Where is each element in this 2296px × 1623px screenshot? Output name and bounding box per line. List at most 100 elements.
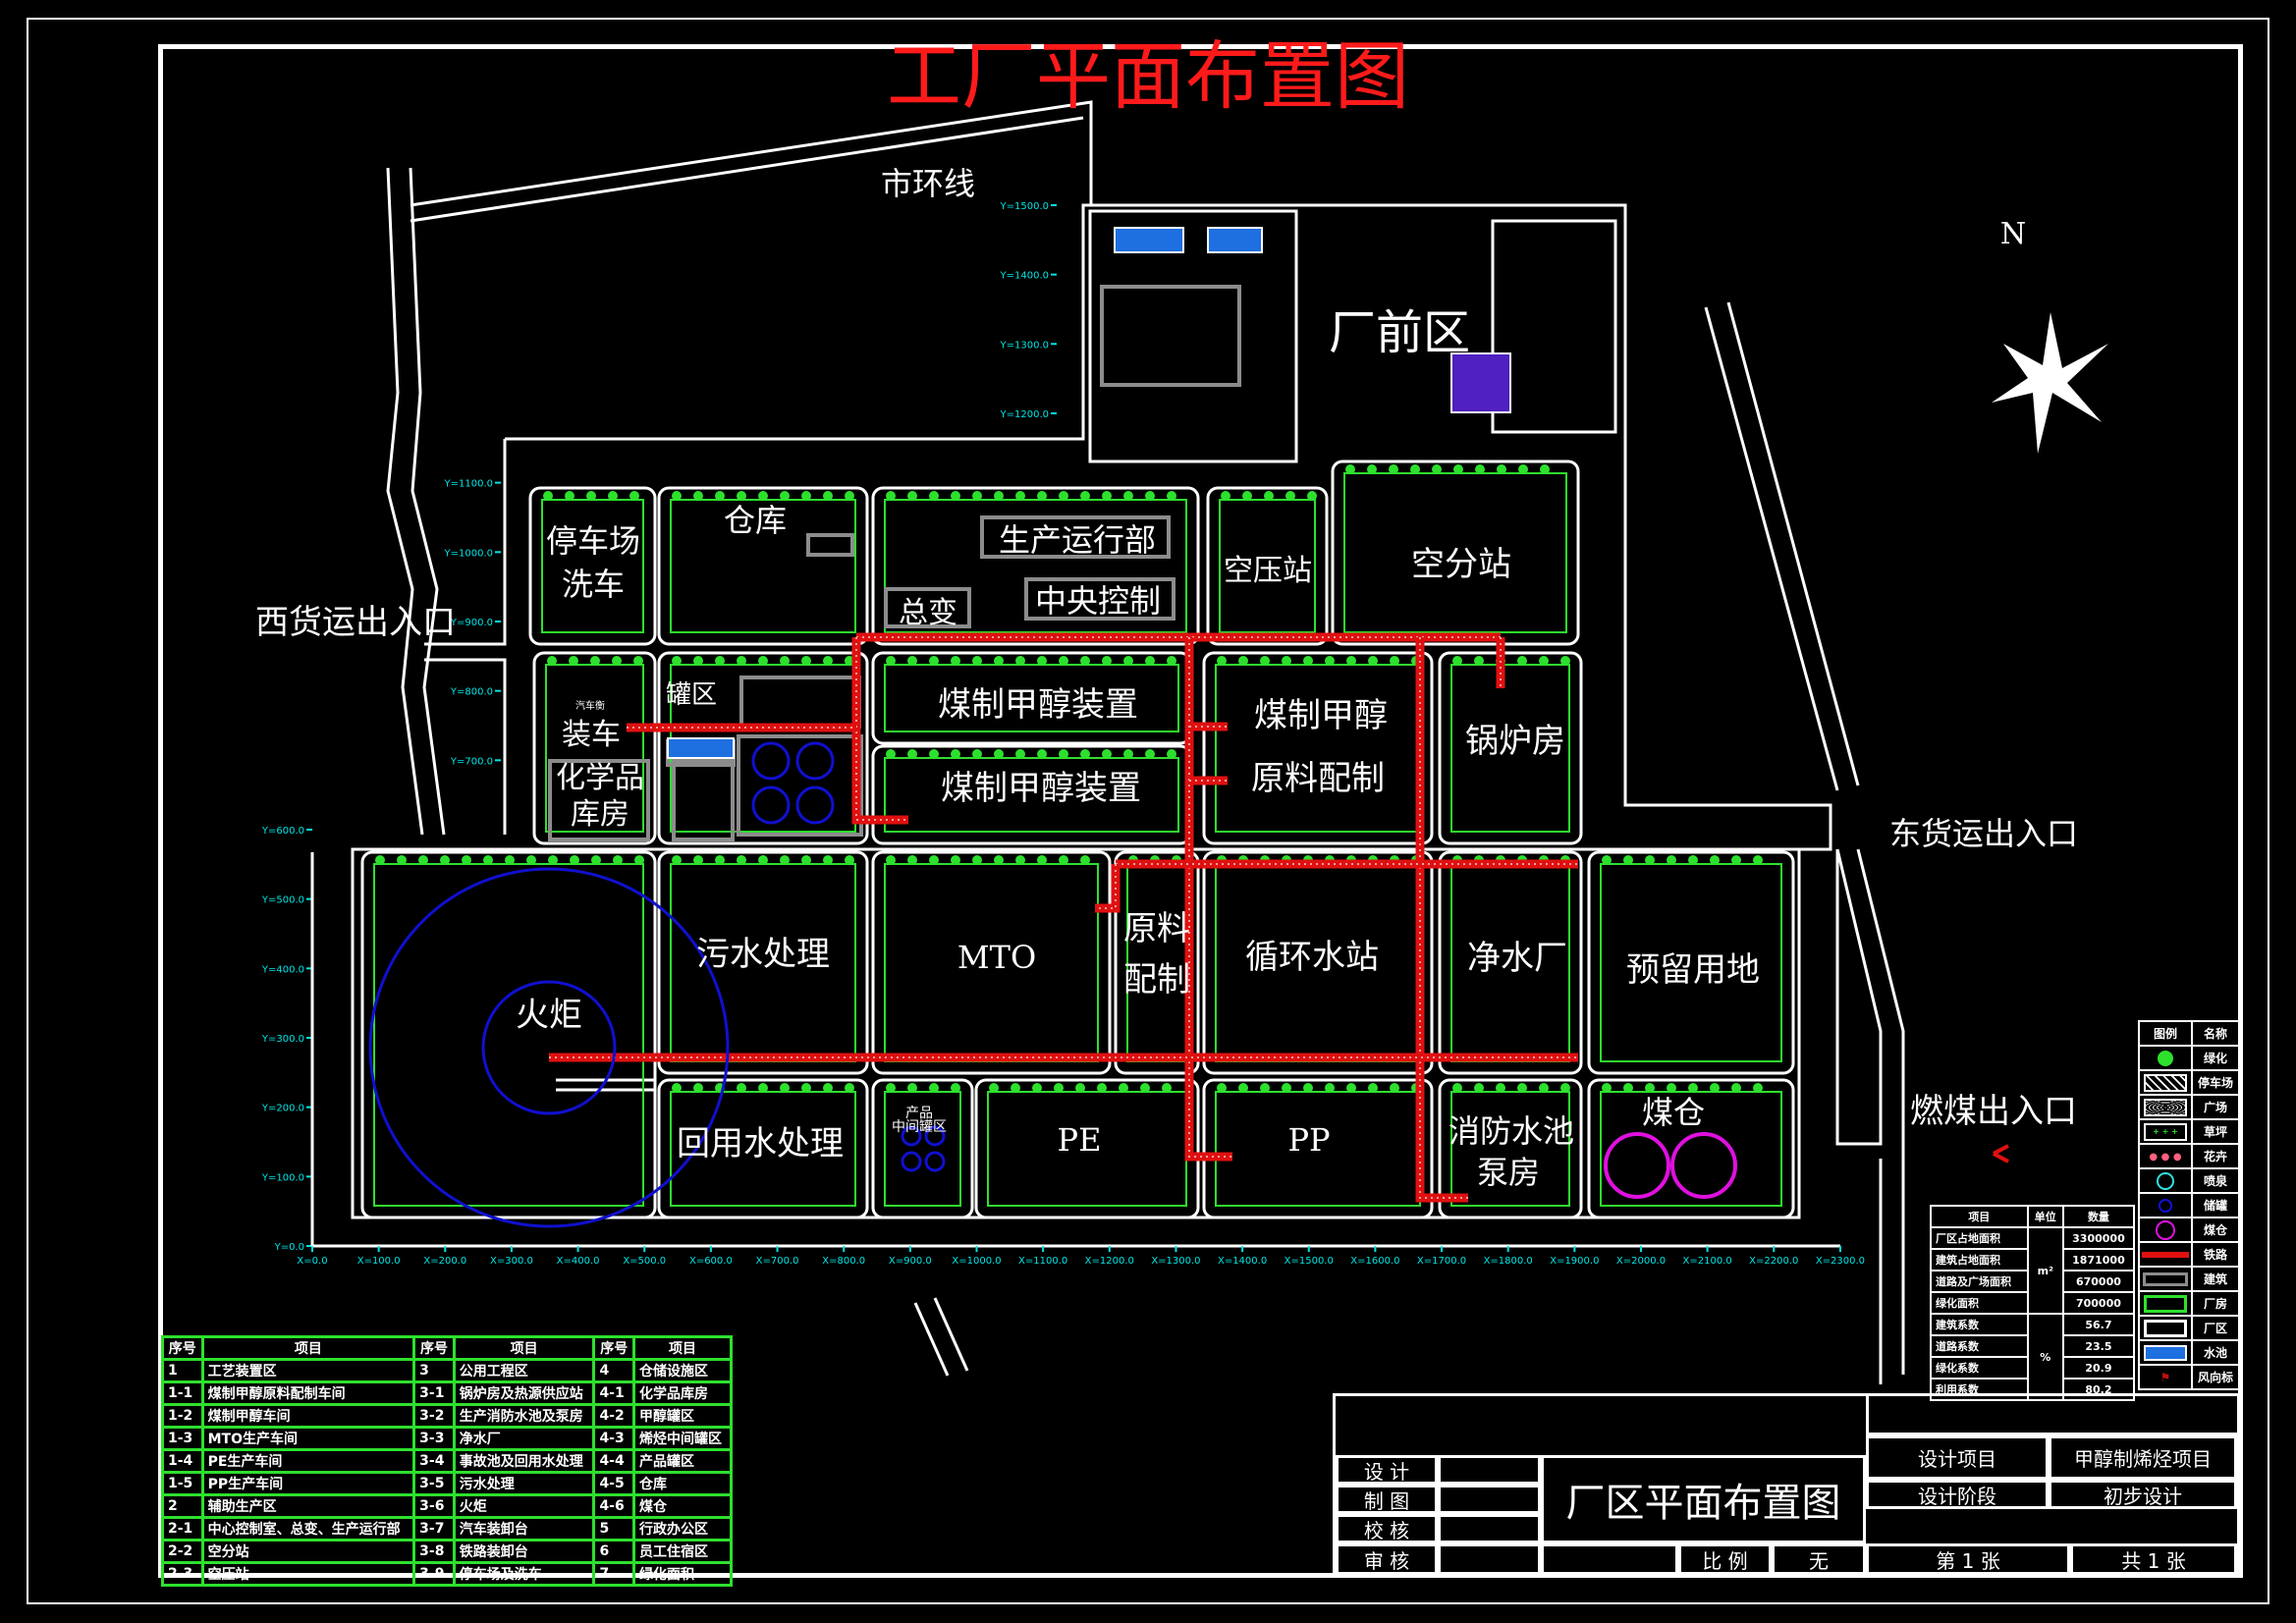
tree-icon bbox=[672, 855, 682, 865]
label-parking-1: 停车场 bbox=[546, 522, 640, 560]
legend-row: 水池 bbox=[2138, 1339, 2240, 1366]
railways bbox=[549, 632, 1578, 1203]
table-cell: 锅炉房及热源供应站 bbox=[452, 1380, 596, 1406]
tree-icon bbox=[1688, 1083, 1698, 1093]
tree-icon bbox=[1167, 656, 1176, 666]
stats-item: 利用系数 bbox=[1930, 1378, 2029, 1401]
tree-icon bbox=[758, 855, 768, 865]
tree-icon bbox=[418, 855, 428, 865]
stats-value: 670000 bbox=[2061, 1270, 2136, 1293]
tree-icon bbox=[1221, 491, 1230, 501]
sign-design[interactable] bbox=[1438, 1455, 1541, 1485]
tree-icon bbox=[929, 491, 939, 501]
table-cell: 仓库 bbox=[632, 1471, 733, 1496]
tree-icon bbox=[1119, 1083, 1128, 1093]
tree-icon bbox=[886, 491, 896, 501]
table-cell: 3-1 bbox=[412, 1380, 456, 1406]
tree-icon bbox=[1282, 1083, 1291, 1093]
table-cell: 绿化面积 bbox=[632, 1561, 733, 1587]
tree-icon bbox=[1389, 464, 1398, 474]
tree-icon bbox=[1432, 464, 1442, 474]
block-loading bbox=[532, 651, 657, 845]
table-cell: 1-5 bbox=[161, 1471, 204, 1496]
tree-icon bbox=[612, 656, 622, 666]
label-air-compressor: 空压站 bbox=[1224, 554, 1312, 588]
tree-icon bbox=[1623, 1083, 1633, 1093]
tree-icon bbox=[989, 1083, 999, 1093]
stats-header: 单位 bbox=[2026, 1205, 2064, 1228]
tree-icon bbox=[972, 656, 982, 666]
tree-icon bbox=[1217, 1083, 1227, 1093]
tree-icon bbox=[1303, 656, 1313, 666]
sign-check[interactable] bbox=[1438, 1514, 1541, 1543]
table-cell: 汽车装卸台 bbox=[452, 1516, 596, 1542]
x-tick-label: X=600.0 bbox=[689, 1256, 733, 1267]
block-fire-pool bbox=[1438, 1078, 1583, 1219]
scale-label: 比 例 bbox=[1678, 1543, 1772, 1575]
road-line bbox=[424, 658, 507, 835]
table-cell: 产品罐区 bbox=[632, 1448, 733, 1474]
stats-item: 绿化面积 bbox=[1930, 1291, 2029, 1315]
table-cell: MTO生产车间 bbox=[200, 1426, 416, 1451]
tank-icon bbox=[901, 1125, 922, 1147]
tree-icon bbox=[1540, 464, 1550, 474]
sign-review[interactable] bbox=[1438, 1543, 1541, 1575]
tree-icon bbox=[1285, 491, 1295, 501]
tank-icon bbox=[795, 741, 835, 781]
table-cell: 2 bbox=[161, 1493, 204, 1519]
tree-icon bbox=[1517, 1083, 1527, 1093]
compass-icon bbox=[1992, 312, 2108, 454]
y-tick-label: Y=0.0 bbox=[274, 1242, 304, 1253]
table-cell: 停车场及洗车 bbox=[452, 1561, 596, 1587]
table-cell: 2-2 bbox=[161, 1539, 204, 1564]
y-tick-label: Y=700.0 bbox=[450, 756, 493, 767]
stats-header: 项目 bbox=[1930, 1205, 2029, 1228]
table-cell: 员工住宿区 bbox=[632, 1539, 733, 1564]
table-cell: 污水处理 bbox=[452, 1471, 596, 1496]
label-ops-dept: 生产运行部 bbox=[999, 521, 1156, 559]
legend-row: ⚑风向标 bbox=[2138, 1364, 2240, 1390]
x-tick-label: X=0.0 bbox=[297, 1256, 327, 1267]
x-tick-label: X=1100.0 bbox=[1018, 1256, 1067, 1267]
tree-icon bbox=[548, 855, 558, 865]
coal-silo-icon bbox=[2138, 1217, 2193, 1243]
legend-label: 停车场 bbox=[2191, 1069, 2240, 1096]
tree-icon bbox=[1162, 1083, 1172, 1093]
label-flare: 火炬 bbox=[516, 996, 582, 1035]
legend-label: 铁路 bbox=[2191, 1241, 2240, 1268]
x-tick-label: X=1800.0 bbox=[1484, 1256, 1533, 1267]
tree-icon bbox=[543, 491, 553, 501]
table-cell: 1 bbox=[161, 1358, 204, 1383]
pool-icon bbox=[1207, 227, 1263, 253]
building-outline bbox=[884, 587, 971, 628]
stats-item: 厂区占地面积 bbox=[1930, 1226, 2029, 1250]
label-tank-area: 罐区 bbox=[666, 680, 717, 710]
table-header: 项目 bbox=[632, 1335, 733, 1361]
lawn-icon: + + + bbox=[2138, 1118, 2193, 1145]
sign-drafting[interactable] bbox=[1438, 1485, 1541, 1514]
tree-icon bbox=[1345, 464, 1355, 474]
railway-icon bbox=[2138, 1241, 2193, 1268]
tree-icon bbox=[1307, 491, 1317, 501]
label-water-plant: 净水厂 bbox=[1467, 939, 1567, 978]
wind-flag-icon: ⚑ bbox=[2138, 1364, 2193, 1390]
stats-item: 建筑系数 bbox=[1930, 1313, 2029, 1336]
drawing-border bbox=[158, 44, 2243, 1578]
table-cell: 铁路装卸台 bbox=[452, 1539, 596, 1564]
tree-icon bbox=[1410, 464, 1420, 474]
table-cell: 煤制甲醇原料配制车间 bbox=[200, 1380, 416, 1406]
plant-area-icon bbox=[2138, 1315, 2193, 1341]
road-line bbox=[1835, 848, 1883, 1146]
tree-icon bbox=[1368, 656, 1378, 666]
road-line bbox=[409, 167, 446, 836]
tree-icon bbox=[1015, 656, 1025, 666]
label-warehouse: 仓库 bbox=[724, 502, 787, 539]
tree-icon bbox=[1452, 1083, 1462, 1093]
workshop-icon bbox=[2138, 1290, 2193, 1317]
tree-icon bbox=[693, 491, 703, 501]
table-cell: 3-4 bbox=[412, 1448, 456, 1474]
tree-icon bbox=[1145, 656, 1155, 666]
